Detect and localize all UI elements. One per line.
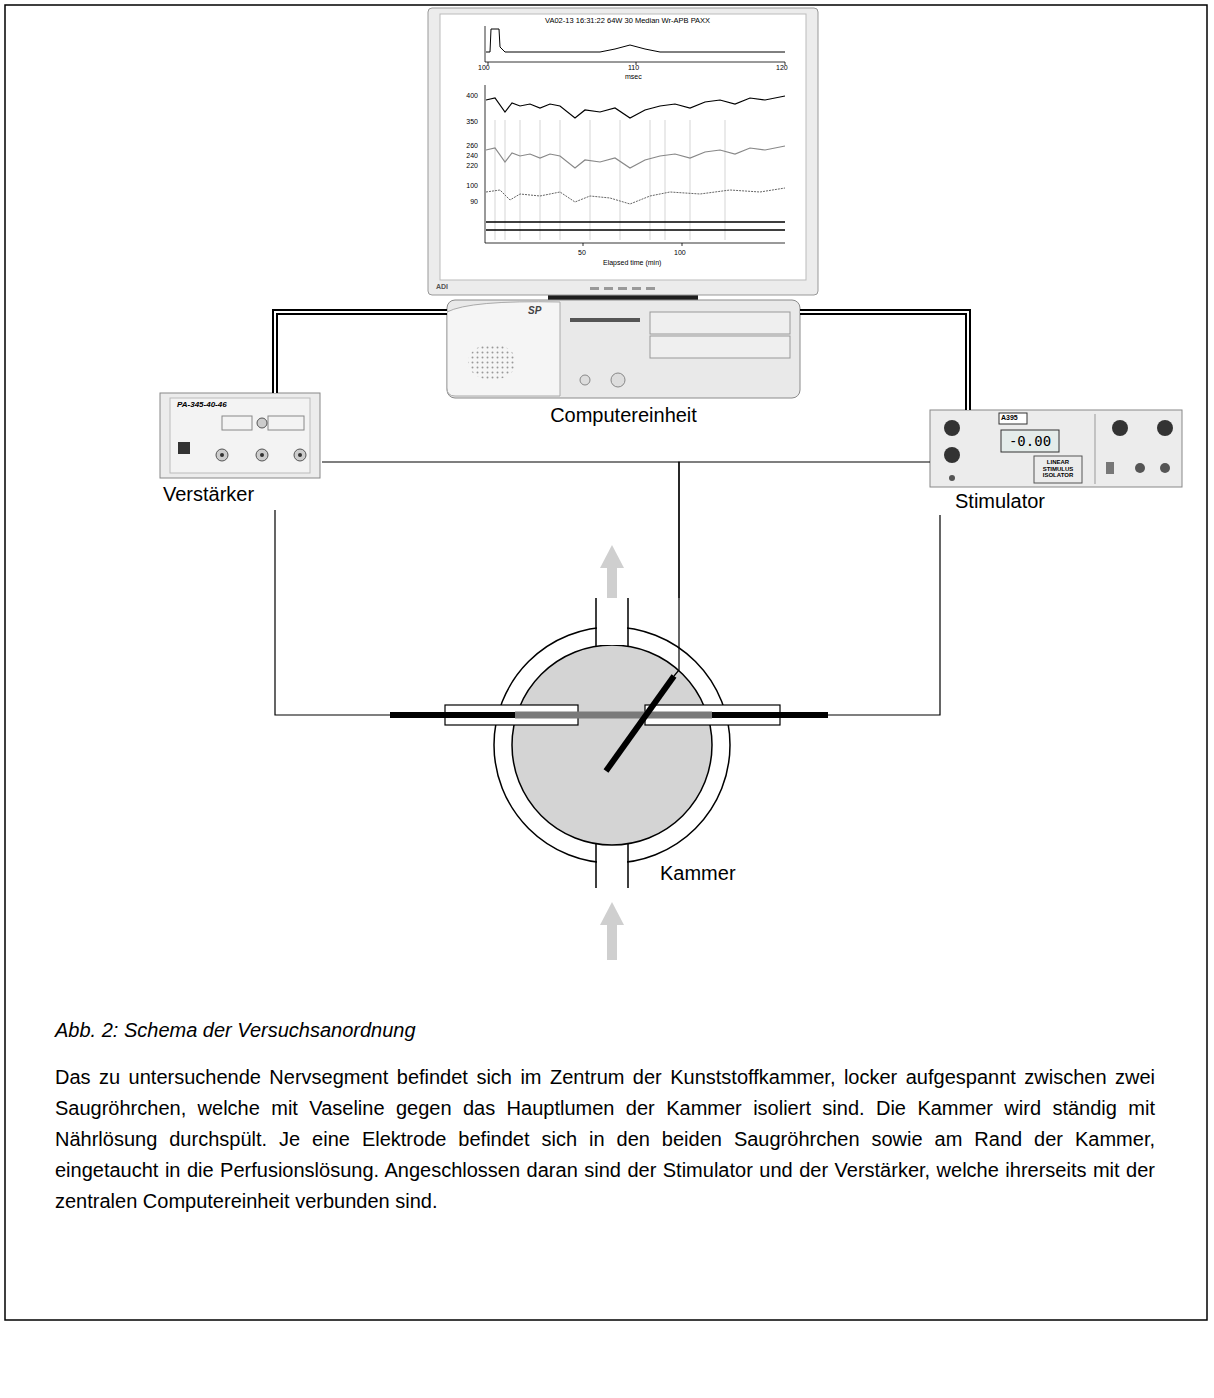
axis-tick: 120 [776,64,788,72]
node-label: Kammer [660,862,736,885]
axis-tick: 400 [452,92,478,100]
brand-logo: SP [528,305,541,316]
axis-tick: 100 [452,182,478,190]
chamber-outline [390,598,828,895]
double-line-gap [800,312,968,410]
axis-tick: 240 [452,152,478,160]
device-model: A395 [1001,414,1018,422]
axis-title: msec [625,73,642,81]
screen-chart [485,26,785,246]
node-label: Verstärker [163,483,254,506]
connector-wire [275,510,390,715]
connector-wire [275,312,447,393]
computer-unit: Computereinheit [447,300,800,430]
screen-title: VA02-13 16:31:22 64W 30 Median Wr-APB PA… [545,17,710,25]
amplifier-front [160,393,320,478]
axis-tick: 100 [674,249,686,257]
brand-logo: ADI [436,283,448,291]
body-text: Das zu untersuchende Nervsegment befinde… [55,1062,1155,1217]
chamber: Kammer [390,598,828,895]
connector-wire [679,462,930,598]
figure-caption: Abb. 2: Schema der Versuchsanordnung [55,1018,416,1042]
frame [5,5,1207,1320]
connector-wire [800,312,968,410]
axis-tick: 260 [452,142,478,150]
monitor [428,8,818,302]
node-label: Stimulator [955,490,1045,513]
axis-title: Elapsed time (min) [603,259,661,267]
axis-tick: 100 [478,64,490,72]
stimulator-front [930,410,1182,487]
device-model: PA-345-40-46 [177,401,227,410]
display-reading: -0.00 [1001,434,1059,449]
axis-tick: 110 [628,64,639,72]
computer-case [447,300,800,398]
connector-wire [322,462,679,598]
axis-tick: 90 [452,198,478,206]
device-caption: LINEAR STIMULUS ISOLATOR [1038,459,1078,479]
node-label: Computereinheit [447,404,800,427]
amplifier-device: Verstärker [160,393,322,510]
axis-tick: 50 [578,249,586,257]
axis-tick: 220 [452,162,478,170]
double-line-gap [275,312,447,393]
axis-tick: 350 [452,118,478,126]
connector-wire [828,515,940,715]
